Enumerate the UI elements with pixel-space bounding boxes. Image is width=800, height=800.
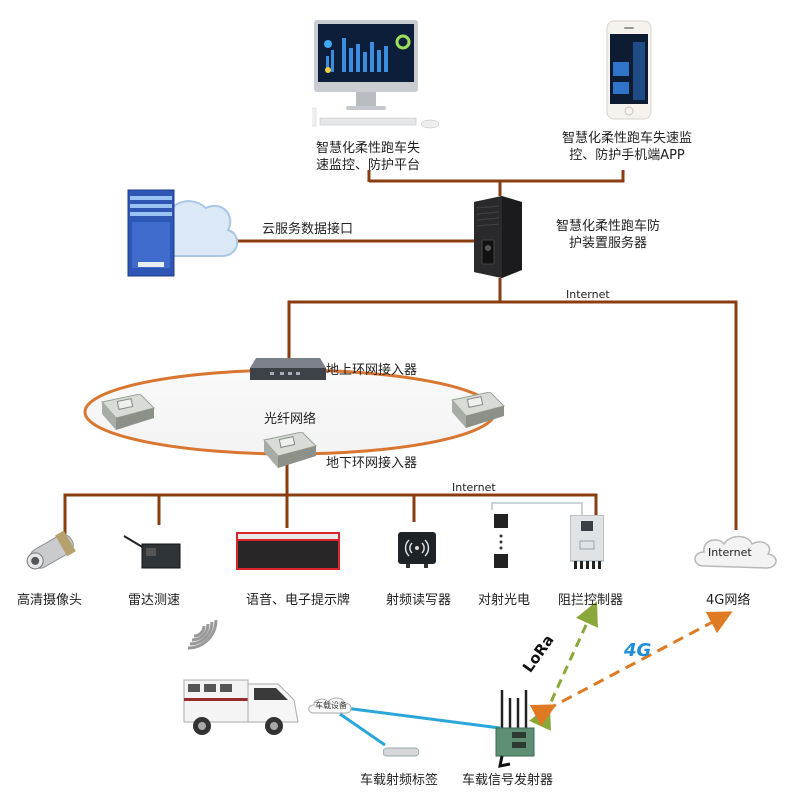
device-controller-label: 阻拦控制器 bbox=[558, 593, 624, 608]
internet-bus-label: Internet bbox=[452, 481, 496, 494]
cloud-server-icon bbox=[127, 189, 238, 277]
cloud-node bbox=[122, 178, 240, 278]
g4-network-label: 4G网络 bbox=[706, 593, 751, 608]
platform-node bbox=[309, 20, 447, 135]
vehicle-link-transmitter bbox=[344, 706, 501, 730]
vehicle-device-cloud-label: 车载设备 bbox=[315, 701, 347, 710]
mobile-app-label-line1: 智慧化柔性跑车失速监 bbox=[561, 131, 692, 146]
internet-cloud-node: Internet bbox=[690, 530, 780, 574]
wireless-signal-icon bbox=[184, 614, 220, 650]
vehicle-icon bbox=[183, 679, 299, 735]
smartphone-icon bbox=[606, 20, 652, 120]
g4-arrow bbox=[529, 611, 733, 727]
camera-icon bbox=[26, 530, 76, 570]
device-sign-label: 语音、电子提示牌 bbox=[246, 593, 351, 608]
mobile-app-label-line2: 控、防护手机端APP bbox=[569, 148, 685, 163]
photoelectric-sensor-icon bbox=[494, 514, 508, 568]
controller-box-icon bbox=[569, 514, 605, 569]
device-cloud-icon bbox=[308, 697, 352, 714]
rfid-tag-icon bbox=[382, 747, 420, 757]
device-camera-label: 高清摄像头 bbox=[17, 593, 83, 608]
cloud-label: 云服务数据接口 bbox=[262, 222, 354, 237]
g4-label: 4G bbox=[624, 640, 652, 661]
ring-lower-label: 地下环网接入器 bbox=[326, 456, 418, 471]
rfid-reader-icon bbox=[398, 532, 436, 568]
ring-right-node bbox=[446, 391, 506, 432]
device-rfid-reader bbox=[398, 532, 436, 568]
network-switch-icon bbox=[250, 358, 326, 380]
device-photoelectric-label: 对射光电 bbox=[478, 593, 531, 608]
ring-upper-node bbox=[250, 358, 326, 382]
wire-photo-link bbox=[491, 502, 583, 515]
vehicle-device-cloud: 车载设备 bbox=[306, 696, 354, 716]
rfid-tag-label: 车载射频标签 bbox=[360, 773, 439, 788]
device-sign bbox=[236, 532, 340, 570]
platform-label-line1: 智慧化柔性跑车失 bbox=[316, 141, 421, 156]
ring-left-node bbox=[96, 393, 156, 434]
mobile-app-label: 智慧化柔性跑车失速监 控、防护手机端APP bbox=[557, 130, 697, 164]
transmitter-node bbox=[492, 690, 536, 768]
ring-access-box-icon bbox=[263, 431, 317, 468]
led-sign-icon bbox=[236, 532, 340, 570]
desktop-monitor-icon bbox=[309, 20, 440, 129]
fiber-ring-fill bbox=[85, 370, 495, 454]
rfid-tag-node bbox=[382, 743, 420, 757]
server-node bbox=[472, 196, 524, 278]
internet-cloud-icon bbox=[694, 535, 777, 569]
wire-device-bus bbox=[63, 493, 598, 535]
radar-board-icon bbox=[123, 535, 181, 569]
server-label-line2: 护装置服务器 bbox=[568, 236, 647, 251]
vehicle-node bbox=[182, 670, 302, 740]
platform-label: 智慧化柔性跑车失 速监控、防护平台 bbox=[316, 140, 420, 174]
ring-access-box-icon bbox=[101, 393, 155, 430]
ring-upper-label: 地上环网接入器 bbox=[326, 363, 418, 378]
vehicle-link-tag bbox=[339, 712, 386, 747]
server-label-line1: 智慧化柔性跑车防 bbox=[555, 219, 660, 234]
ring-lower-node bbox=[258, 431, 318, 472]
internet-top-label: Internet bbox=[566, 288, 610, 301]
ring-network-label: 光纤网络 bbox=[264, 412, 317, 427]
mobile-app-node bbox=[606, 20, 652, 120]
tower-server-icon bbox=[474, 196, 522, 278]
platform-label-line2: 速监控、防护平台 bbox=[316, 158, 421, 173]
device-rfid-reader-label: 射频读写器 bbox=[386, 593, 452, 608]
signal-transmitter-icon bbox=[495, 690, 535, 768]
internet-cloud-label: Internet bbox=[708, 546, 752, 559]
g4-badge: 4G bbox=[624, 640, 651, 661]
device-photoelectric bbox=[492, 512, 516, 572]
device-radar-label: 雷达测速 bbox=[128, 593, 181, 608]
transmitter-label: 车载信号发射器 bbox=[462, 773, 554, 788]
device-controller bbox=[569, 514, 605, 571]
wire-internet-bus bbox=[287, 300, 738, 530]
server-label: 智慧化柔性跑车防 护装置服务器 bbox=[548, 218, 668, 252]
ring-access-box-icon bbox=[451, 391, 505, 428]
device-radar bbox=[122, 530, 182, 570]
device-camera bbox=[22, 525, 82, 575]
